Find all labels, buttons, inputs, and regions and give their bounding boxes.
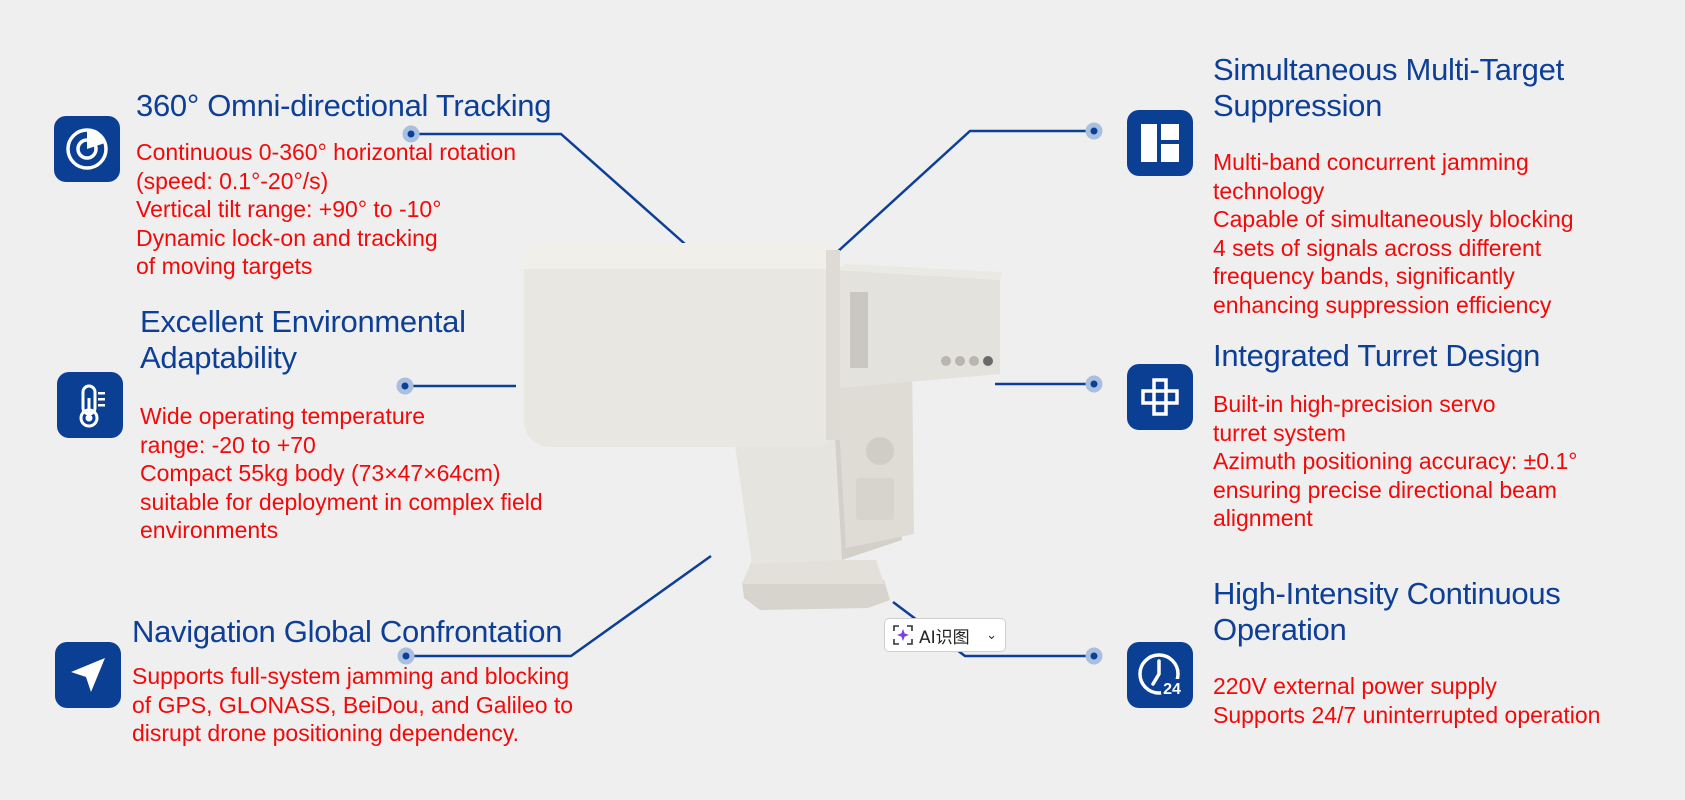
- svg-text:24: 24: [1163, 681, 1181, 698]
- chevron-down-icon: ⌄: [986, 627, 997, 643]
- connector-dot: [397, 647, 415, 665]
- feature-description: Built-in high-precision servo turret sys…: [1213, 391, 1578, 531]
- feature-description: Wide operating temperature range: -20 to…: [140, 403, 543, 543]
- grid-layout-icon: [1127, 110, 1193, 176]
- connector-tracking: [411, 132, 686, 245]
- feature-title: Simultaneous Multi-Target Suppression: [1213, 52, 1564, 123]
- feature-description: 220V external power supply Supports 24/7…: [1213, 673, 1601, 728]
- feature-title: Navigation Global Confrontation: [132, 614, 563, 649]
- feature-navigation: Navigation Global Confrontation Supports…: [132, 614, 573, 748]
- connector-navigation: [406, 554, 712, 658]
- feature-suppression: Simultaneous Multi-Target Suppression Mu…: [1213, 52, 1574, 319]
- feature-description: Supports full-system jamming and blockin…: [132, 663, 574, 746]
- feature-operation: High-Intensity Continuous Operation 220V…: [1213, 576, 1600, 729]
- connector-dot: [402, 125, 420, 143]
- connector-dot: [1085, 375, 1103, 393]
- feature-title: Integrated Turret Design: [1213, 338, 1541, 373]
- feature-tracking: 360° Omni-directional Tracking Continuou…: [136, 88, 552, 281]
- thermometer-icon: [57, 372, 123, 438]
- feature-turret: Integrated Turret Design Built-in high-p…: [1213, 338, 1577, 533]
- feature-description: Continuous 0-360° horizontal rotation (s…: [136, 139, 516, 279]
- rotation-gauge-icon: [54, 116, 120, 182]
- feature-title: 360° Omni-directional Tracking: [136, 88, 552, 123]
- connector-suppression: [834, 129, 1094, 255]
- navigation-arrow-icon: [55, 642, 121, 708]
- connector-dot: [1085, 647, 1103, 665]
- ai-sparkle-icon: [893, 625, 913, 645]
- clock-24-icon: 24: [1127, 642, 1193, 708]
- connector-dot: [1085, 122, 1103, 140]
- ai-button-label: AI识图: [919, 627, 970, 648]
- feature-title: Excellent Environmental Adaptability: [140, 304, 466, 375]
- feature-title: High-Intensity Continuous Operation: [1213, 576, 1561, 647]
- feature-environment: Excellent Environmental Adaptability Wid…: [140, 304, 543, 545]
- cross-knot-icon: [1127, 364, 1193, 430]
- feature-description: Multi-band concurrent jamming technology…: [1213, 149, 1574, 318]
- ai-image-recognition-button[interactable]: AI识图 ⌄: [884, 618, 1006, 652]
- connector-dot: [396, 377, 414, 395]
